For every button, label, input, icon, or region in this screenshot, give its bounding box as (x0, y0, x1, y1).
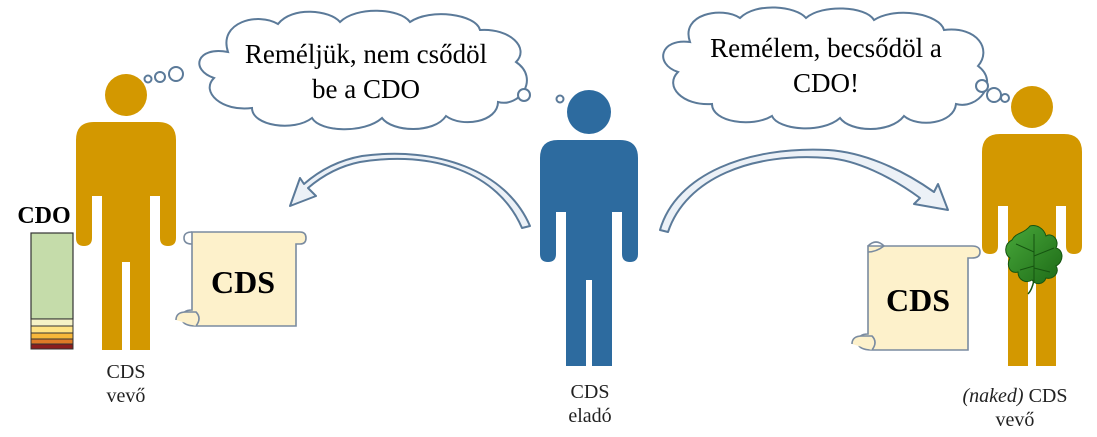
seller-label-line2: eladó (568, 405, 612, 427)
thought-bubble-right: Remélem, becsődöl a CDO! (662, 6, 1010, 130)
cdo-tranche (30, 325, 74, 334)
naked-buyer-label-line1: CDS (1023, 385, 1068, 407)
arrow-right-icon (659, 148, 949, 233)
bubble-left-line2: be a CDO (312, 74, 420, 104)
naked-buyer-label: (naked) CDS vevő (940, 384, 1090, 432)
buyer-label-line2: vevő (106, 385, 146, 407)
cdo-tranche-equity (30, 343, 74, 350)
buyer-body (76, 122, 176, 350)
cdo-tranche (30, 318, 74, 327)
bubble-left-line1: Reméljük, nem csődöl (245, 39, 487, 69)
cdo-tranche-senior (30, 232, 74, 320)
cdo-stack: CDO (17, 203, 74, 350)
bubble-right-line2: CDO! (793, 68, 859, 98)
buyer-head (105, 74, 147, 116)
buyer-label-line1: CDS (106, 361, 146, 383)
fig-leaf-icon (1005, 225, 1063, 295)
cdo-label: CDO (17, 203, 70, 229)
cdo-tranche (30, 332, 74, 340)
cds-scroll-left-label: CDS (211, 264, 275, 300)
cds-scroll-right-label: CDS (886, 282, 950, 318)
seller-head (567, 90, 611, 134)
naked-buyer-head (1011, 86, 1053, 128)
seller-body (540, 140, 638, 366)
seller-figure (540, 90, 638, 366)
seller-label-line1: CDS (570, 381, 610, 403)
bubble-right-line1: Remélem, becsődöl a (710, 33, 942, 63)
buyer-label: CDS vevő (84, 360, 168, 408)
cdo-tranche (30, 338, 74, 345)
naked-buyer-label-prefix: (naked) (962, 385, 1024, 407)
thought-bubble-left: Reméljük, nem csődöl be a CDO (143, 9, 565, 131)
naked-buyer-label-line2: vevő (995, 409, 1035, 431)
arrow-left-icon (289, 152, 531, 229)
seller-label: CDS eladó (548, 380, 632, 428)
buyer-figure (76, 74, 176, 350)
cds-scroll-left: CDS (175, 231, 307, 327)
cds-scroll-right: CDS (851, 241, 981, 351)
